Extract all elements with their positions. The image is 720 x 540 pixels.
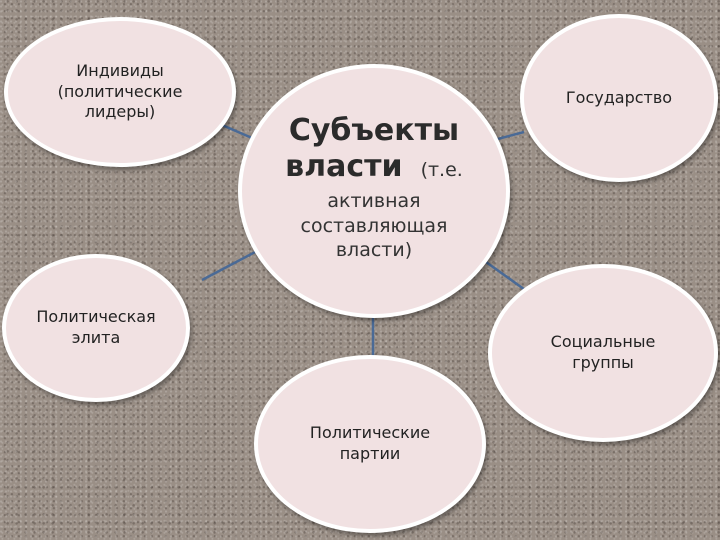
node-individuals-line: Индивиды xyxy=(76,60,164,80)
node-parties-line: Политические xyxy=(309,423,431,443)
center-note-line: активная xyxy=(327,189,421,212)
node-social-groups-line: группы xyxy=(572,353,634,372)
center-note-start: (т.е. xyxy=(420,158,463,181)
node-state-line: Государство xyxy=(565,87,673,107)
center-title-line2: власти xyxy=(285,148,403,184)
center-note-line: власти) xyxy=(335,239,413,262)
node-individuals: Индивиды (политические лидеры) xyxy=(4,17,236,167)
node-elite-line: элита xyxy=(71,328,121,347)
center-title-line1: Субъекты xyxy=(288,112,460,148)
connector-elite xyxy=(201,248,260,282)
connector-individuals xyxy=(221,123,253,140)
node-social-groups: Социальные группы xyxy=(488,264,718,442)
node-parties-line: партии xyxy=(339,444,401,463)
node-state: Государство xyxy=(520,14,718,182)
connector-state xyxy=(493,130,525,142)
connector-social xyxy=(485,260,529,294)
node-elite-line: Политическая xyxy=(36,307,156,327)
node-elite: Политическая элита xyxy=(2,254,190,402)
node-individuals-line: лидеры) xyxy=(84,102,156,122)
node-parties: Политические партии xyxy=(254,355,486,533)
node-individuals-line: (политические xyxy=(57,81,183,101)
node-social-groups-line: Социальные xyxy=(550,332,656,352)
node-center: Субъекты власти (т.е. активная составляю… xyxy=(238,64,510,318)
center-note-line: составляющая xyxy=(300,214,448,237)
